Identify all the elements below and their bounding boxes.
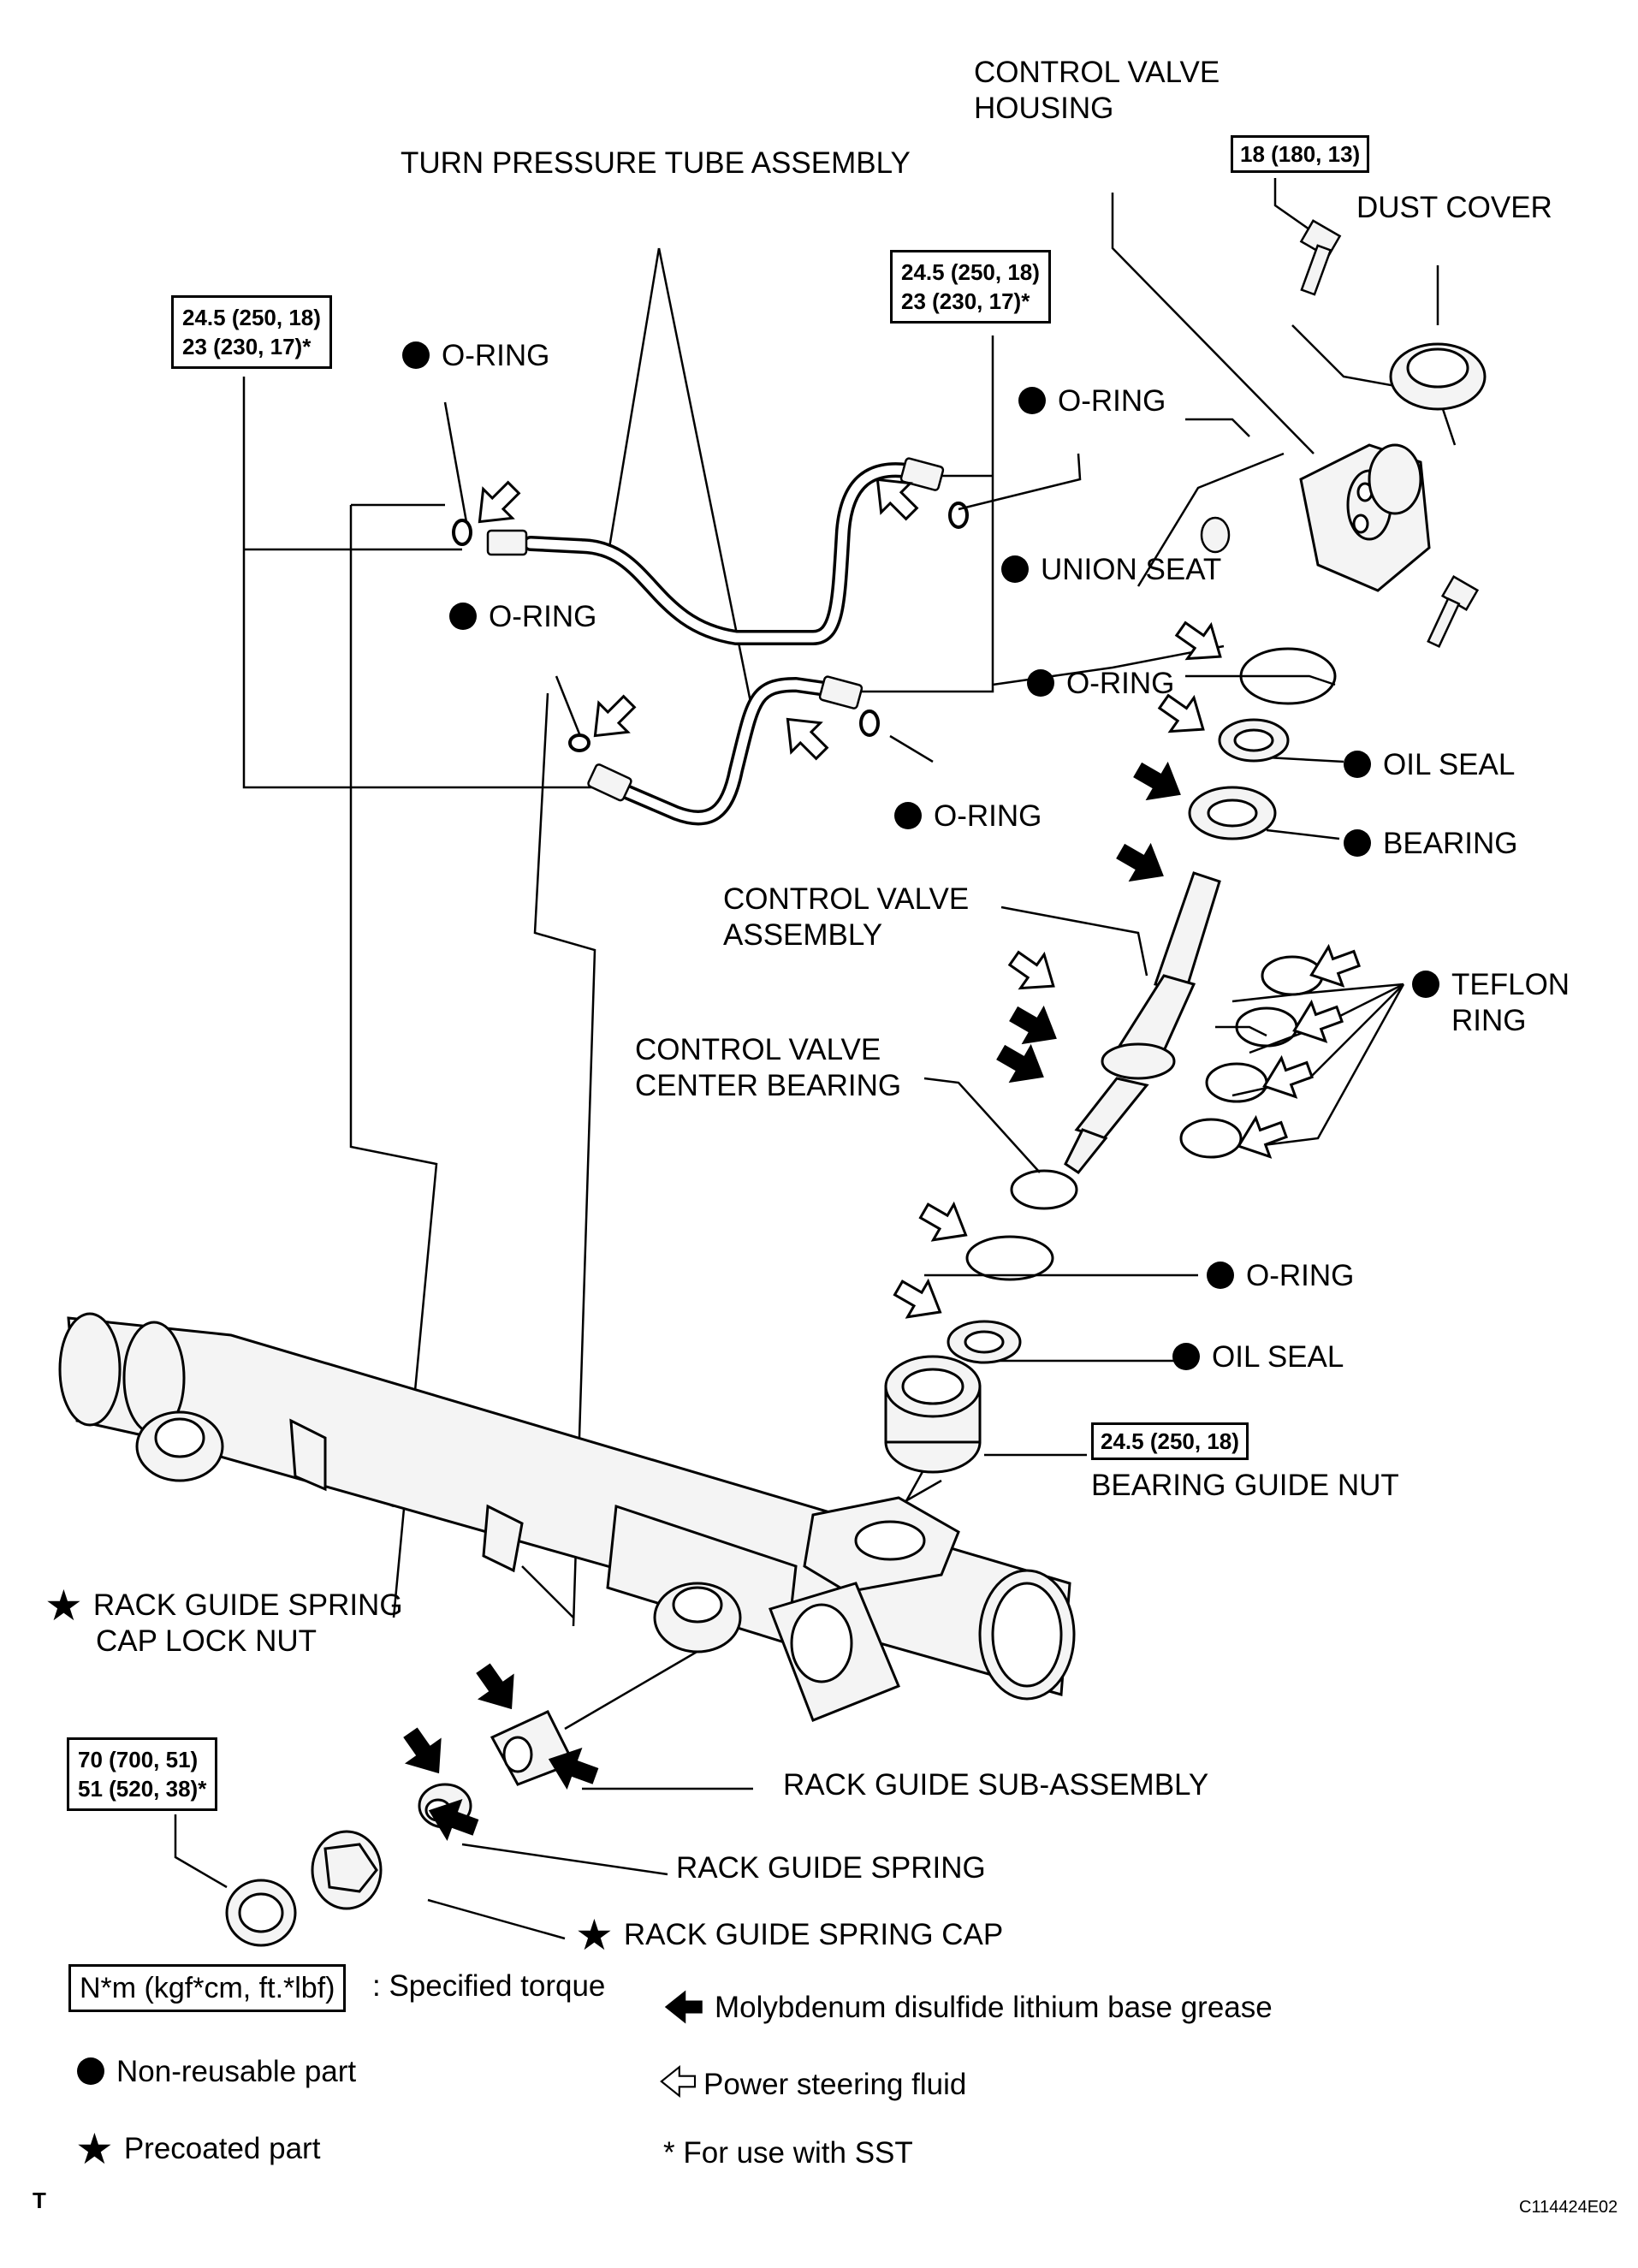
housing-bolt	[1427, 575, 1480, 648]
non-reusable-icon	[449, 603, 477, 630]
label-o-ring-2: O-RING	[1018, 383, 1166, 419]
precoated-star-icon: ★	[45, 1582, 83, 1630]
control-valve-shaft	[1064, 871, 1221, 1175]
o-rings	[452, 502, 969, 752]
dust-cover-bolt	[1299, 219, 1342, 296]
label-control-valve-assembly-line2: ASSEMBLY	[723, 918, 883, 952]
label-lock-nut-line2: CAP LOCK NUT	[96, 1624, 318, 1658]
non-reusable-icon	[1172, 1343, 1200, 1370]
non-reusable-icon	[1018, 387, 1046, 414]
dust-cover	[1389, 342, 1487, 411]
label-lock-nut-line1: ★RACK GUIDE SPRING	[45, 1582, 403, 1630]
label-rack-guide-sub-assembly: RACK GUIDE SUB-ASSEMBLY	[783, 1768, 1209, 1802]
non-reusable-icon	[1027, 669, 1054, 697]
torque-box-lock-nut: 70 (700, 51)51 (520, 38)*	[67, 1737, 218, 1811]
union-seat	[1200, 516, 1231, 554]
label-bearing-guide-nut: BEARING GUIDE NUT	[1091, 1469, 1399, 1502]
label-control-valve-housing-line2: HOUSING	[974, 92, 1114, 125]
label-teflon-ring-line1: TEFLON	[1412, 967, 1570, 1003]
torque-box-dust-cover-bolt: 18 (180, 13)	[1231, 135, 1370, 173]
legend-precoated: ★Precoated part	[75, 2125, 321, 2173]
legend-solid-arrow-icon	[665, 1991, 703, 2023]
non-reusable-icon	[77, 2057, 104, 2085]
legend-outline-arrow-icon	[660, 2066, 697, 2097]
non-reusable-icon	[894, 802, 922, 829]
legend-ps-fluid: Power steering fluid	[703, 2068, 967, 2101]
leader-housing	[1111, 193, 1315, 454]
non-reusable-icon	[1001, 555, 1029, 583]
center-bearing	[1010, 1169, 1078, 1210]
label-center-bearing-line2: CENTER BEARING	[635, 1069, 902, 1102]
label-o-ring-6: O-RING	[1207, 1258, 1354, 1294]
non-reusable-icon	[402, 341, 430, 369]
label-o-ring-1: O-RING	[402, 338, 549, 374]
torque-box-tube-right: 24.5 (250, 18)23 (230, 17)*	[890, 250, 1051, 324]
label-oil-seal-2: OIL SEAL	[1172, 1339, 1344, 1375]
label-rack-guide-spring: RACK GUIDE SPRING	[676, 1851, 986, 1885]
non-reusable-icon	[1412, 971, 1439, 998]
legend-moly-grease: Molybdenum disulfide lithium base grease	[715, 1991, 1273, 2024]
leader-bolt	[1273, 178, 1319, 237]
label-union-seat: UNION SEAT	[1001, 552, 1221, 588]
legend-sst-note: * For use with SST	[663, 2136, 913, 2170]
legend-non-reusable: Non-reusable part	[77, 2054, 356, 2090]
precoated-star-icon: ★	[575, 1911, 614, 1959]
control-valve-housing	[1299, 443, 1431, 592]
leader-tube-left	[608, 247, 661, 549]
torque-box-tube-left: 24.5 (250, 18)23 (230, 17)*	[171, 295, 332, 369]
label-oil-seal-1: OIL SEAL	[1344, 747, 1515, 783]
torque-box-bearing-guide-nut: 24.5 (250, 18)	[1091, 1422, 1249, 1460]
o-ring-lower	[965, 1235, 1054, 1281]
steering-gear-housing	[58, 1312, 1076, 1722]
label-dust-cover: DUST COVER	[1356, 191, 1552, 224]
label-o-ring-5: O-RING	[894, 799, 1042, 834]
non-reusable-icon	[1207, 1262, 1234, 1289]
label-o-ring-3: O-RING	[449, 599, 596, 635]
non-reusable-icon	[1344, 751, 1371, 778]
label-o-ring-4: O-RING	[1027, 666, 1174, 702]
bearing-guide-nut	[884, 1355, 982, 1474]
label-bearing: BEARING	[1344, 826, 1518, 862]
legend-torque-desc: : Specified torque	[372, 1969, 606, 2003]
leader-torque-right	[813, 335, 994, 693]
label-rack-guide-spring-cap: ★RACK GUIDE SPRING CAP	[575, 1911, 1004, 1959]
corner-letter: T	[33, 2188, 46, 2213]
o-ring-large	[1239, 647, 1337, 705]
label-center-bearing-line1: CONTROL VALVE	[635, 1033, 881, 1066]
label-turn-pressure-tube: TURN PRESSURE TUBE ASSEMBLY	[401, 146, 911, 180]
non-reusable-icon	[1344, 829, 1371, 857]
precoated-star-icon: ★	[75, 2125, 114, 2173]
label-teflon-ring-line2: RING	[1451, 1004, 1527, 1037]
leader-torque-left	[242, 377, 599, 789]
label-control-valve-assembly-line1: CONTROL VALVE	[723, 882, 970, 916]
legend-torque-unit: N*m (kgf*cm, ft.*lbf)	[68, 1964, 347, 2012]
label-control-valve-housing-line1: CONTROL VALVE	[974, 56, 1220, 89]
figure-code: C114424E02	[1519, 2198, 1618, 2217]
